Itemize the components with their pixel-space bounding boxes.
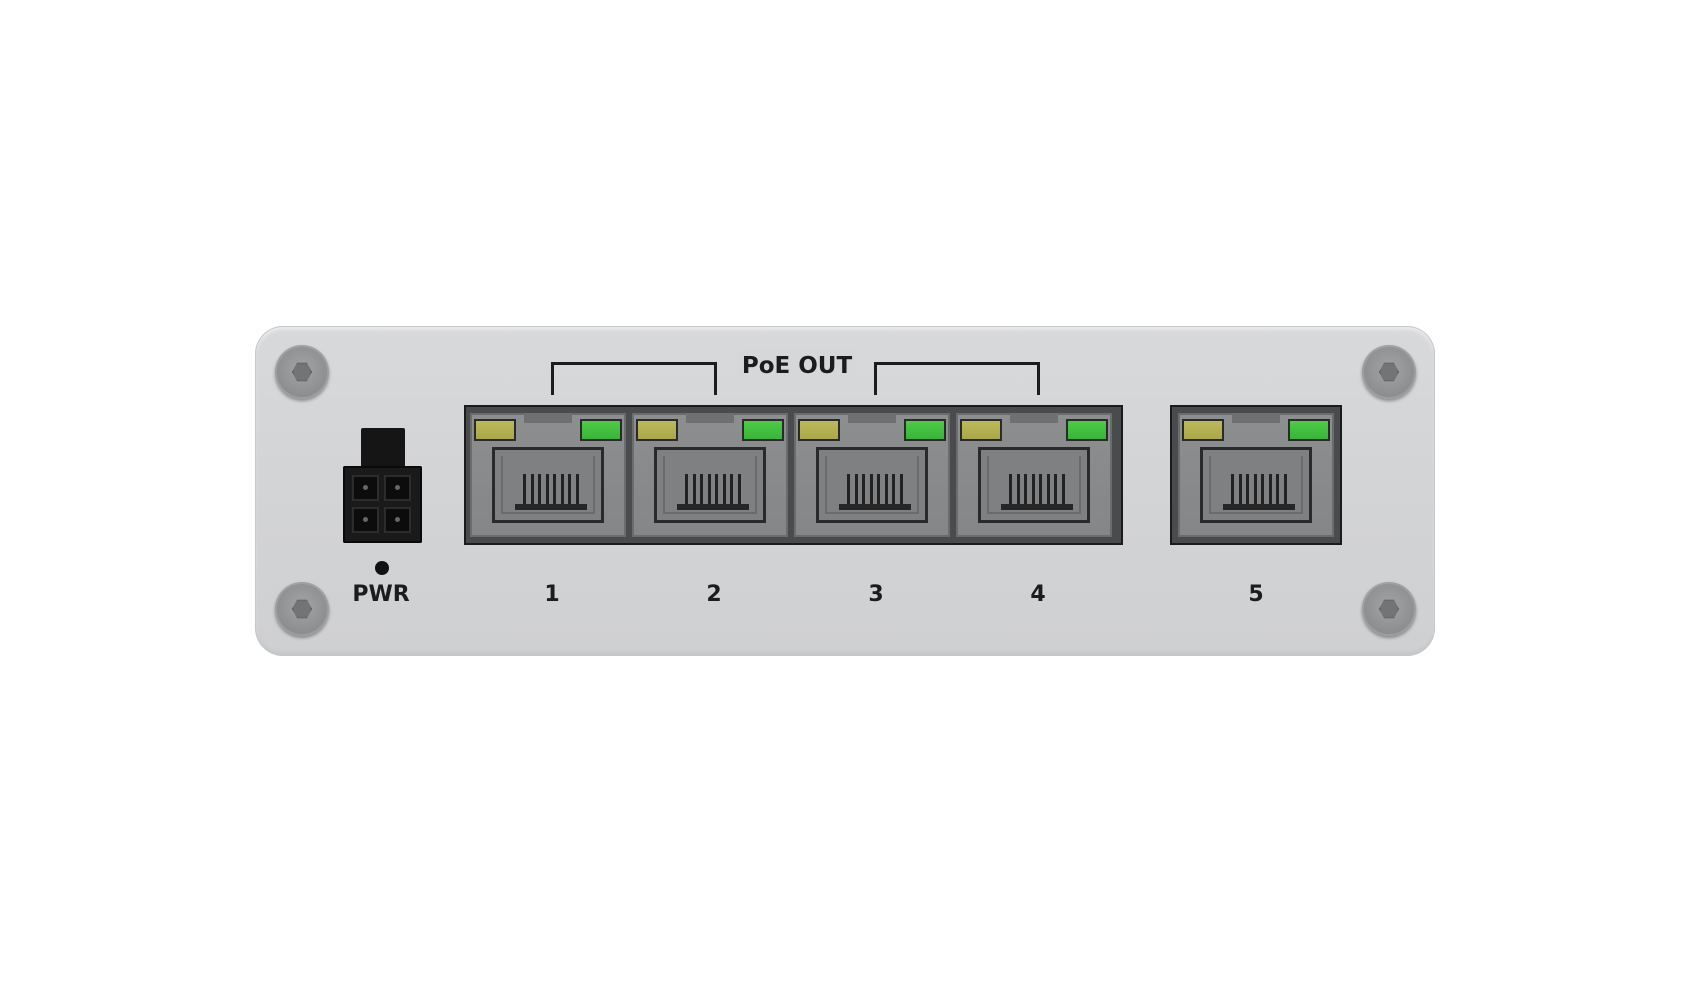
port-label-4: 4 [1030, 582, 1046, 607]
port-1-link-led [474, 419, 516, 441]
rj45-contacts [1231, 474, 1287, 508]
rj45-contact-base [839, 504, 911, 510]
port-notch [524, 413, 572, 423]
port-label-2: 2 [706, 582, 722, 607]
power-connector-latch [361, 428, 405, 468]
power-pin [352, 507, 379, 533]
rj45-socket [816, 447, 928, 523]
uplink-port-group [1172, 407, 1340, 543]
power-connector[interactable] [343, 428, 422, 543]
rj45-socket [654, 447, 766, 523]
rj45-contact-base [1223, 504, 1295, 510]
port-4-link-led [960, 419, 1002, 441]
screw-top-right-icon [1362, 345, 1416, 399]
port-notch [848, 413, 896, 423]
port-5-activity-led [1288, 419, 1330, 441]
port-1-activity-led [580, 419, 622, 441]
port-3-link-led [798, 419, 840, 441]
rj45-contacts [1009, 474, 1065, 508]
screw-bottom-right-icon [1362, 582, 1416, 636]
port-notch [1010, 413, 1058, 423]
rj45-contacts [847, 474, 903, 508]
rj45-socket [978, 447, 1090, 523]
ethernet-port-1[interactable] [470, 413, 626, 537]
power-pin [384, 475, 411, 501]
port-label-1: 1 [544, 582, 560, 607]
power-pin [384, 507, 411, 533]
rj45-contact-base [1001, 504, 1073, 510]
poe-bracket-right [874, 362, 1040, 395]
port-2-link-led [636, 419, 678, 441]
rj45-contacts [685, 474, 741, 508]
ethernet-port-4[interactable] [956, 413, 1112, 537]
power-connector-body [343, 466, 422, 543]
ethernet-port-5[interactable] [1178, 413, 1334, 537]
port-2-activity-led [742, 419, 784, 441]
power-label: PWR [352, 582, 410, 607]
power-indicator-led [375, 561, 389, 575]
port-notch [1232, 413, 1280, 423]
poe-port-group [466, 407, 1121, 543]
port-label-5: 5 [1248, 582, 1264, 607]
port-3-activity-led [904, 419, 946, 441]
port-notch [686, 413, 734, 423]
screw-bottom-left-icon [275, 582, 329, 636]
power-pin [352, 475, 379, 501]
port-label-3: 3 [868, 582, 884, 607]
ethernet-port-3[interactable] [794, 413, 950, 537]
poe-bracket-left [551, 362, 717, 395]
screw-top-left-icon [275, 345, 329, 399]
poe-out-label: PoE OUT [738, 350, 856, 382]
rj45-contact-base [677, 504, 749, 510]
rj45-socket [1200, 447, 1312, 523]
rj45-contact-base [515, 504, 587, 510]
port-5-link-led [1182, 419, 1224, 441]
ethernet-port-2[interactable] [632, 413, 788, 537]
rj45-socket [492, 447, 604, 523]
rj45-contacts [523, 474, 579, 508]
port-4-activity-led [1066, 419, 1108, 441]
